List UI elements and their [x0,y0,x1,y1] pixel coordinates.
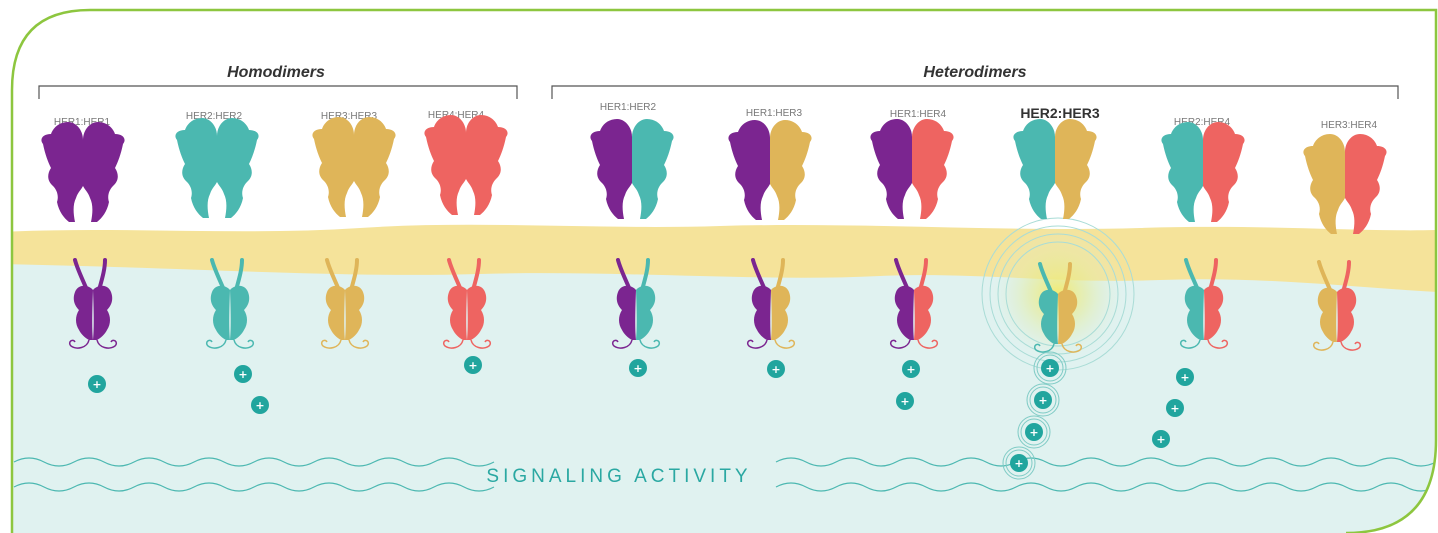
svg-text:+: + [906,363,915,376]
receptor-monomer-right [770,120,812,220]
receptor-monomer-left [41,122,83,222]
extracellular-domain [728,120,811,220]
receptor-monomer-left [728,120,770,220]
svg-text:+: + [1014,457,1023,470]
dimer-label-featured: HER2:HER3 [1020,105,1100,121]
signal-marker: + [902,360,920,378]
signal-marker: + [1176,368,1194,386]
svg-text:+: + [238,368,247,381]
svg-text:+: + [771,363,780,376]
receptor-monomer-right [1055,119,1097,219]
signal-marker: + [251,396,269,414]
receptor-monomer-right [632,119,674,219]
svg-text:+: + [633,362,642,375]
svg-text:+: + [1156,433,1165,446]
extracellular-domain [1013,119,1096,219]
extracellular-domain [1161,122,1244,222]
receptor-monomer-left [312,117,354,217]
dimer-label: HER1:HER2 [600,102,657,113]
dimer-label: HER3:HER4 [1321,120,1378,131]
signal-marker: + [896,392,914,410]
receptor-monomer-right [466,115,508,215]
receptor-monomer-right [1345,134,1387,234]
receptor-monomer-left [870,119,912,219]
dimer-label: HER1:HER3 [746,108,803,119]
svg-text:+: + [1038,394,1047,407]
extracellular-domain [1303,134,1386,234]
receptor-monomer-right [217,118,259,218]
svg-text:+: + [900,395,909,408]
receptor-monomer-left [1303,134,1345,234]
signal-marker: + [234,365,252,383]
dimer-label: HER1:HER4 [890,109,947,120]
svg-text:+: + [1180,371,1189,384]
svg-text:+: + [92,378,101,391]
extracellular-domain [590,119,673,219]
heterodimers-bracket [552,86,1398,99]
signal-marker: + [88,375,106,393]
homodimers-bracket [39,86,517,99]
signal-marker: + [629,359,647,377]
receptor-monomer-right [912,119,954,219]
receptor-monomer-left [1161,122,1203,222]
svg-text:+: + [1029,426,1038,439]
svg-text:+: + [1170,402,1179,415]
extracellular-domain [175,118,258,218]
signal-marker: + [1166,399,1184,417]
extracellular-domain [870,119,953,219]
signal-marker: + [1152,430,1170,448]
heterodimers-title: Heterodimers [923,64,1026,81]
receptor-monomer-left [424,115,466,215]
signaling-activity-label: SIGNALING ACTIVITY [486,466,751,487]
extracellular-domain [41,122,124,222]
receptor-monomer-right [354,117,396,217]
extracellular-domain [312,117,395,217]
svg-text:+: + [255,399,264,412]
extracellular-domain [424,115,507,215]
receptor-monomer-left [590,119,632,219]
svg-text:+: + [468,359,477,372]
receptor-monomer-right [83,122,125,222]
homodimers-title: Homodimers [227,64,325,81]
svg-text:+: + [1045,362,1054,375]
signal-marker: + [767,360,785,378]
receptor-monomer-right [1203,122,1245,222]
receptor-monomer-left [175,118,217,218]
signal-marker: + [464,356,482,374]
receptor-monomer-left [1013,119,1055,219]
